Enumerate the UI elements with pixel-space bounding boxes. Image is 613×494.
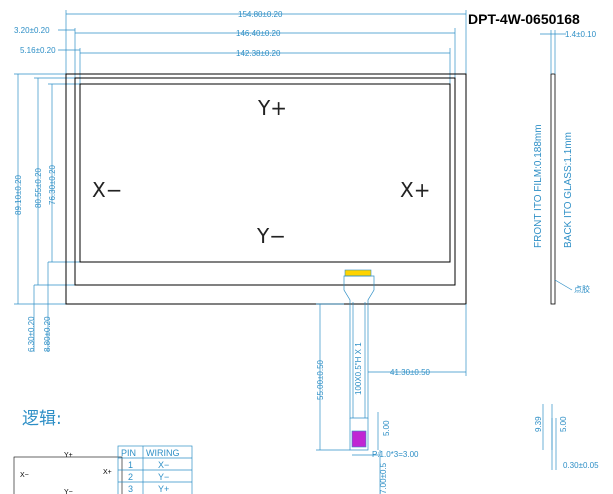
logic-x-minus: X− (20, 472, 29, 479)
pin-1: 1 (128, 460, 133, 470)
side-view: 1.4±0.10 FRONT ITO FILM:0.188mm BACK ITO… (533, 30, 599, 470)
label-x-minus: X− (92, 178, 122, 202)
dim-tail-length: 55.00±0.50 (316, 359, 325, 400)
label-y-plus: Y+ (257, 96, 287, 120)
logic-y-minus: Y− (64, 489, 73, 494)
dim-offset-5: 5.16±0.20 (20, 46, 56, 55)
logic-section: 逻辑: Y+ X− X+ Y− PIN WIRING 1 X− 2 Y− 3 Y… (13, 409, 193, 494)
dim-height-outer: 89.10±0.20 (14, 174, 23, 215)
note-dot-glue: 点胶 (574, 284, 590, 294)
top-dimensions: 154.80±0.20 146.40±0.20 142.38±0.20 3.20… (14, 10, 467, 84)
dim-bottom-a: 6.30±0.20 (27, 316, 36, 352)
note-front-ito: FRONT ITO FILM:0.188mm (533, 124, 544, 248)
dim-pitch: P:1.0*3=3.00 (372, 450, 419, 459)
wiring-2: Y− (158, 472, 169, 482)
fpc-text: 100X0.5"H X 1 (354, 342, 363, 395)
wiring-1: X− (158, 460, 169, 470)
logic-x-plus: X+ (103, 469, 112, 476)
dim-height-inner: 76.30±0.20 (48, 164, 57, 205)
logic-y-plus: Y+ (64, 452, 73, 459)
left-dimensions: 89.10±0.20 80.55±0.20 76.30±0.20 6.30±0.… (14, 73, 80, 352)
dim-tail-position: 41.30±0.50 (390, 368, 431, 377)
dim-width-outer: 154.80±0.20 (238, 10, 283, 19)
dim-offset-3: 3.20±0.20 (14, 26, 50, 35)
dim-thickness: 1.4±0.10 (565, 30, 597, 39)
pin-header: PIN (121, 448, 136, 458)
note-back-ito: BACK ITO GLASS:1.1mm (563, 132, 574, 248)
dim-fpc-length: 7.00±0.5 (379, 462, 388, 494)
pin-3: 3 (128, 484, 133, 494)
dim-small-b: 5.00 (559, 416, 568, 432)
logic-heading: 逻辑: (22, 409, 62, 429)
dim-fpc-width: 5.00 (382, 420, 391, 436)
dim-width-mid: 146.40±0.20 (236, 29, 281, 38)
panel-outline (65, 73, 467, 305)
dim-bottom-b: 8.80±0.20 (43, 316, 52, 352)
dim-small-c: 0.30±0.05 (563, 461, 599, 470)
dim-width-inner: 142.38±0.20 (236, 49, 281, 58)
label-x-plus: X+ (400, 178, 430, 202)
label-y-minus: Y− (256, 224, 286, 248)
part-number-title: DPT-4W-0650168 (468, 11, 580, 27)
wiring-3: Y+ (158, 484, 169, 494)
wiring-header: WIRING (146, 448, 180, 458)
pin-2: 2 (128, 472, 133, 482)
dim-height-mid: 80.55±0.20 (34, 167, 43, 208)
fpc-tail: 100X0.5"H X 1 55.00±0.50 41.30±0.50 5.00… (316, 269, 467, 494)
dim-small-a: 9.39 (534, 416, 543, 432)
